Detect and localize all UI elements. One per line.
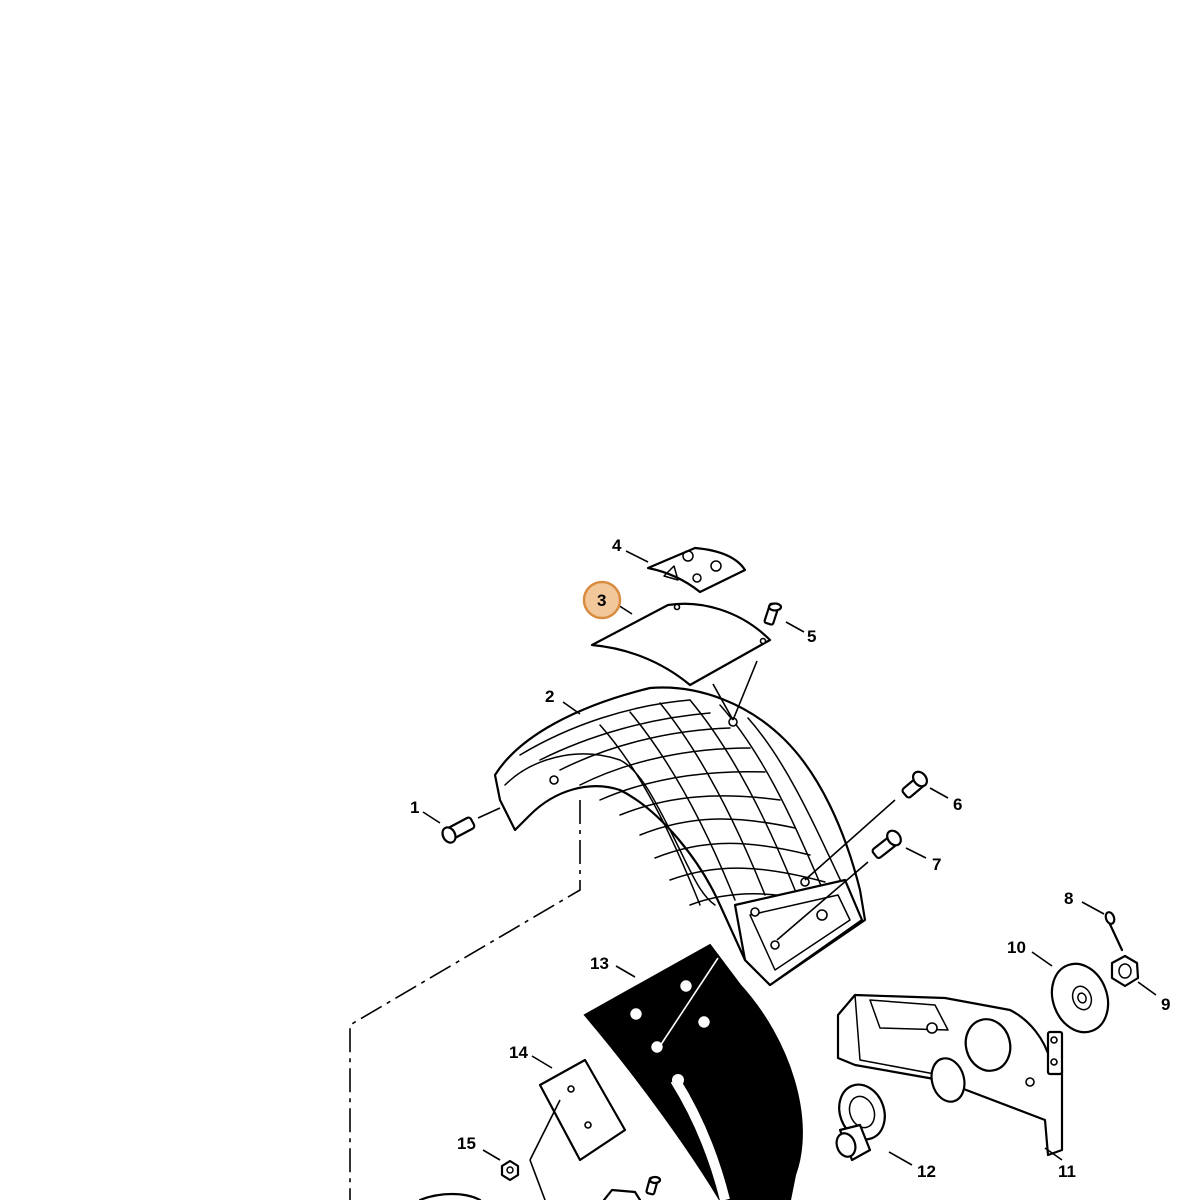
leader-4 — [625, 550, 649, 563]
part-10-washer[interactable] — [1043, 956, 1118, 1040]
callout-4[interactable]: 4 — [612, 536, 622, 555]
leader-2 — [562, 701, 581, 715]
leader-3-to-guard-a — [712, 683, 734, 721]
leader-12 — [888, 1151, 913, 1166]
part-1-bolt[interactable] — [440, 816, 476, 845]
callout-12[interactable]: 12 — [917, 1162, 936, 1181]
assembly-centerline — [349, 800, 581, 1200]
callout-15[interactable]: 15 — [457, 1134, 476, 1153]
callout-5[interactable]: 5 — [807, 627, 816, 646]
leader-11 — [1044, 1147, 1063, 1161]
leader-7 — [905, 847, 927, 859]
callout-8[interactable]: 8 — [1064, 889, 1073, 908]
leader-14-axis-b — [529, 1159, 546, 1200]
leader-1-axis — [477, 807, 501, 819]
leader-10 — [1031, 951, 1053, 967]
callout-1[interactable]: 1 — [410, 798, 419, 817]
callout-2[interactable]: 2 — [545, 687, 554, 706]
leader-5 — [785, 621, 805, 633]
part-15-nut[interactable] — [500, 1159, 520, 1182]
part-12-spindle-housing[interactable] — [832, 1078, 892, 1162]
part-14-plate[interactable] — [538, 1058, 627, 1162]
part-8-pin[interactable] — [1104, 911, 1124, 952]
part-7-bolt[interactable] — [871, 828, 903, 860]
leader-6-axis — [804, 799, 896, 881]
leader-8 — [1081, 901, 1105, 915]
leader-9 — [1137, 981, 1157, 996]
part-3-cover-plate[interactable] — [590, 602, 772, 687]
highlight-marker-3 — [582, 580, 622, 620]
callout-11[interactable]: 11 — [1058, 1162, 1076, 1181]
part-bottom-fragments — [418, 1175, 662, 1200]
leader-6 — [929, 787, 949, 799]
callout-6[interactable]: 6 — [953, 795, 962, 814]
leader-3-to-guard-b — [732, 660, 758, 721]
leader-1 — [422, 811, 441, 824]
leader-14 — [531, 1055, 553, 1069]
leader-13 — [615, 965, 636, 978]
leader-14-axis — [529, 1099, 561, 1161]
part-6-bolt[interactable] — [901, 769, 929, 799]
callout-7[interactable]: 7 — [932, 855, 941, 874]
leader-15 — [482, 1149, 501, 1161]
part-13-deflector-plate[interactable] — [583, 943, 803, 1200]
leader-3 — [617, 604, 633, 615]
callout-13[interactable]: 13 — [590, 954, 609, 973]
part-9-nut[interactable] — [1110, 954, 1140, 988]
part-5-screw[interactable] — [763, 602, 783, 626]
callout-3[interactable]: 3 — [597, 591, 606, 610]
callout-9[interactable]: 9 — [1161, 995, 1170, 1014]
part-11-bracket[interactable] — [836, 993, 1064, 1157]
part-4-warning-label[interactable] — [646, 546, 747, 594]
callout-14[interactable]: 14 — [509, 1043, 528, 1062]
callout-10[interactable]: 10 — [1007, 938, 1026, 957]
part-2-blade-guard[interactable] — [493, 686, 867, 987]
leader-7-axis — [776, 861, 869, 941]
